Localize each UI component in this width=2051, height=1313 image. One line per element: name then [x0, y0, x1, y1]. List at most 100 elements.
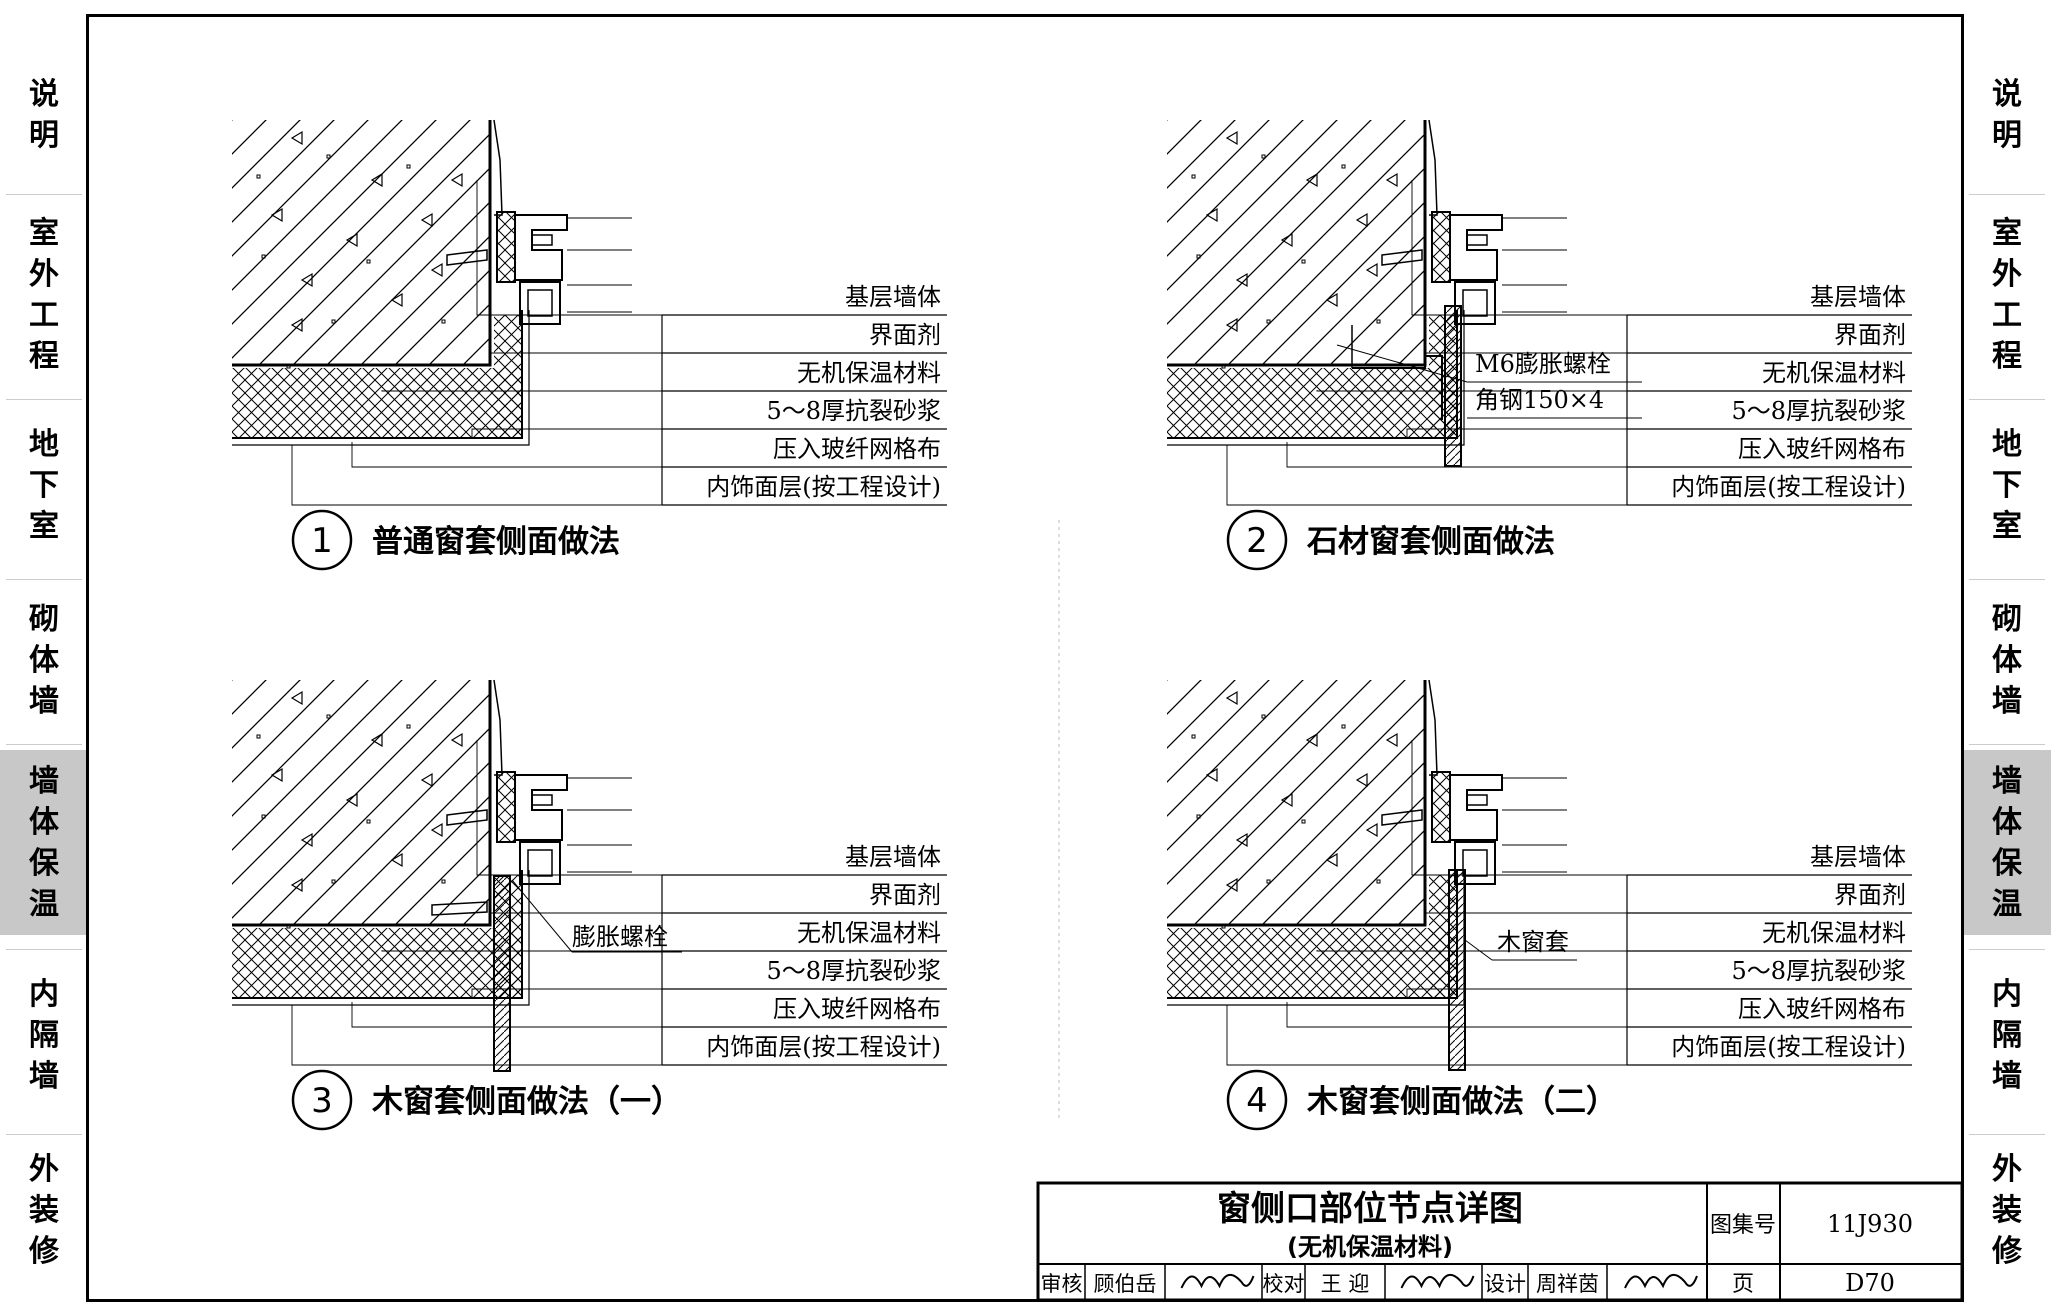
stone-surround: [1444, 305, 1462, 467]
detail-number-circle: [1226, 509, 1288, 571]
index-tab-3[interactable]: 砌体墙: [0, 585, 88, 735]
index-char: 修: [1992, 1233, 2022, 1269]
sealant: [496, 771, 516, 843]
frame-chamber: [532, 794, 553, 806]
aggregate-mark: [420, 212, 433, 228]
insulation-layer: [232, 368, 522, 438]
index-char: 墙: [1992, 683, 2022, 719]
layer-label: 界面剂: [1834, 881, 1906, 909]
leader-expansion-bolt: [511, 879, 573, 953]
right-index-bar: 说明室外工程地下室砌体墙墙体保温内隔墙外装修: [1963, 0, 2051, 1313]
index-tab-5[interactable]: 内隔墙: [0, 955, 88, 1115]
aggregate-mark: [370, 732, 383, 748]
layer-leader: [291, 445, 662, 506]
index-tab-4[interactable]: 墙体保温: [1963, 750, 2051, 935]
insulation-layer: [1167, 368, 1457, 438]
index-char: 外: [1992, 257, 2022, 292]
finish-line: [1167, 310, 1465, 446]
aggregate-dot: [366, 259, 371, 264]
layer-label: 压入玻纤网格布: [773, 435, 941, 463]
wood-surround: [1448, 869, 1466, 1071]
layer-leader: [1411, 740, 1627, 876]
index-tab-3[interactable]: 砌体墙: [1963, 585, 2051, 735]
layer-leader: [1406, 988, 1627, 998]
index-char: 下: [29, 467, 59, 503]
index-char: 明: [1992, 118, 2022, 153]
layer-leader: [1316, 390, 1627, 392]
layer-label: 压入玻纤网格布: [1738, 995, 1906, 1023]
wood-surround: [493, 875, 511, 1072]
aggregate-mark: [1305, 172, 1318, 188]
index-separator: [6, 1134, 82, 1135]
layer-leader: [471, 428, 662, 438]
index-char: 下: [1992, 467, 2022, 503]
aggregate-dot: [1376, 319, 1381, 324]
index-char: 温: [29, 886, 59, 922]
wall-face: [232, 680, 492, 927]
aggregate-mark: [1325, 292, 1338, 308]
sash-profile: [1454, 841, 1496, 885]
anchor: [446, 249, 488, 266]
sash-profile: [1454, 281, 1496, 325]
index-separator: [6, 579, 82, 580]
index-char: 工: [1992, 298, 2022, 333]
layer-label: 界面剂: [869, 881, 941, 909]
aggregate-dot: [256, 734, 261, 739]
aggregate-mark: [1385, 172, 1398, 188]
detail-number: 3: [311, 1081, 333, 1121]
window-frame: [496, 771, 632, 885]
label-expansion-bolt: 膨胀螺栓: [572, 923, 668, 951]
frame-profile: [1449, 774, 1503, 841]
index-char: 程: [1992, 339, 2022, 374]
exterior-render: [493, 679, 503, 776]
index-tab-0[interactable]: 说明: [1963, 40, 2051, 190]
aggregate-dot: [326, 154, 331, 159]
page-number: D70: [1845, 1269, 1895, 1297]
base-wall: [1167, 120, 1425, 365]
index-tab-6[interactable]: 外装修: [0, 1140, 88, 1280]
aggregate-mark: [370, 172, 383, 188]
aggregate-mark: [290, 690, 303, 706]
index-tab-2[interactable]: 地下室: [0, 405, 88, 565]
detail-number: 2: [1246, 521, 1268, 561]
layer-label: 基层墙体: [845, 843, 941, 871]
aggregate-dot: [1261, 154, 1266, 159]
index-tab-5[interactable]: 内隔墙: [1963, 955, 2051, 1115]
layer-label: 基层墙体: [1810, 843, 1906, 871]
index-tab-4[interactable]: 墙体保温: [0, 750, 88, 935]
index-separator: [1969, 194, 2045, 195]
expansion-bolt: [431, 901, 488, 916]
aggregate-mark: [1305, 732, 1318, 748]
index-char: 墙: [1992, 763, 2022, 799]
layer-leader: [381, 390, 662, 392]
index-tab-1[interactable]: 室外工程: [0, 200, 88, 390]
index-tab-6[interactable]: 外装修: [1963, 1140, 2051, 1280]
detail-number: 1: [311, 521, 333, 561]
sign-checker_label: 校对: [1263, 1272, 1305, 1296]
atlas-number: 11J930: [1827, 1210, 1913, 1238]
aggregate-mark: [300, 272, 313, 288]
signature-mark: [1624, 1274, 1698, 1289]
sash-chamber: [1462, 289, 1488, 317]
detail-number-circle: [291, 1069, 353, 1131]
aggregate-mark: [1225, 317, 1238, 333]
index-char: 砌: [29, 601, 59, 637]
sign-checker: 王 迎: [1321, 1272, 1370, 1296]
atlas-label: 图集号: [1710, 1213, 1776, 1238]
index-tab-0[interactable]: 说明: [0, 40, 88, 190]
aggregate-mark: [390, 292, 403, 308]
index-char: 修: [29, 1233, 59, 1269]
index-tab-2[interactable]: 地下室: [1963, 405, 2051, 565]
aggregate-mark: [420, 772, 433, 788]
layer-label: 无机保温材料: [1762, 359, 1906, 387]
aggregate-dot: [1191, 174, 1196, 179]
index-separator: [1969, 1134, 2045, 1135]
detail-caption: 普通窗套侧面做法: [372, 524, 620, 560]
index-char: 墙: [29, 763, 59, 799]
layer-leader: [1286, 442, 1627, 468]
index-tab-1[interactable]: 室外工程: [1963, 200, 2051, 390]
